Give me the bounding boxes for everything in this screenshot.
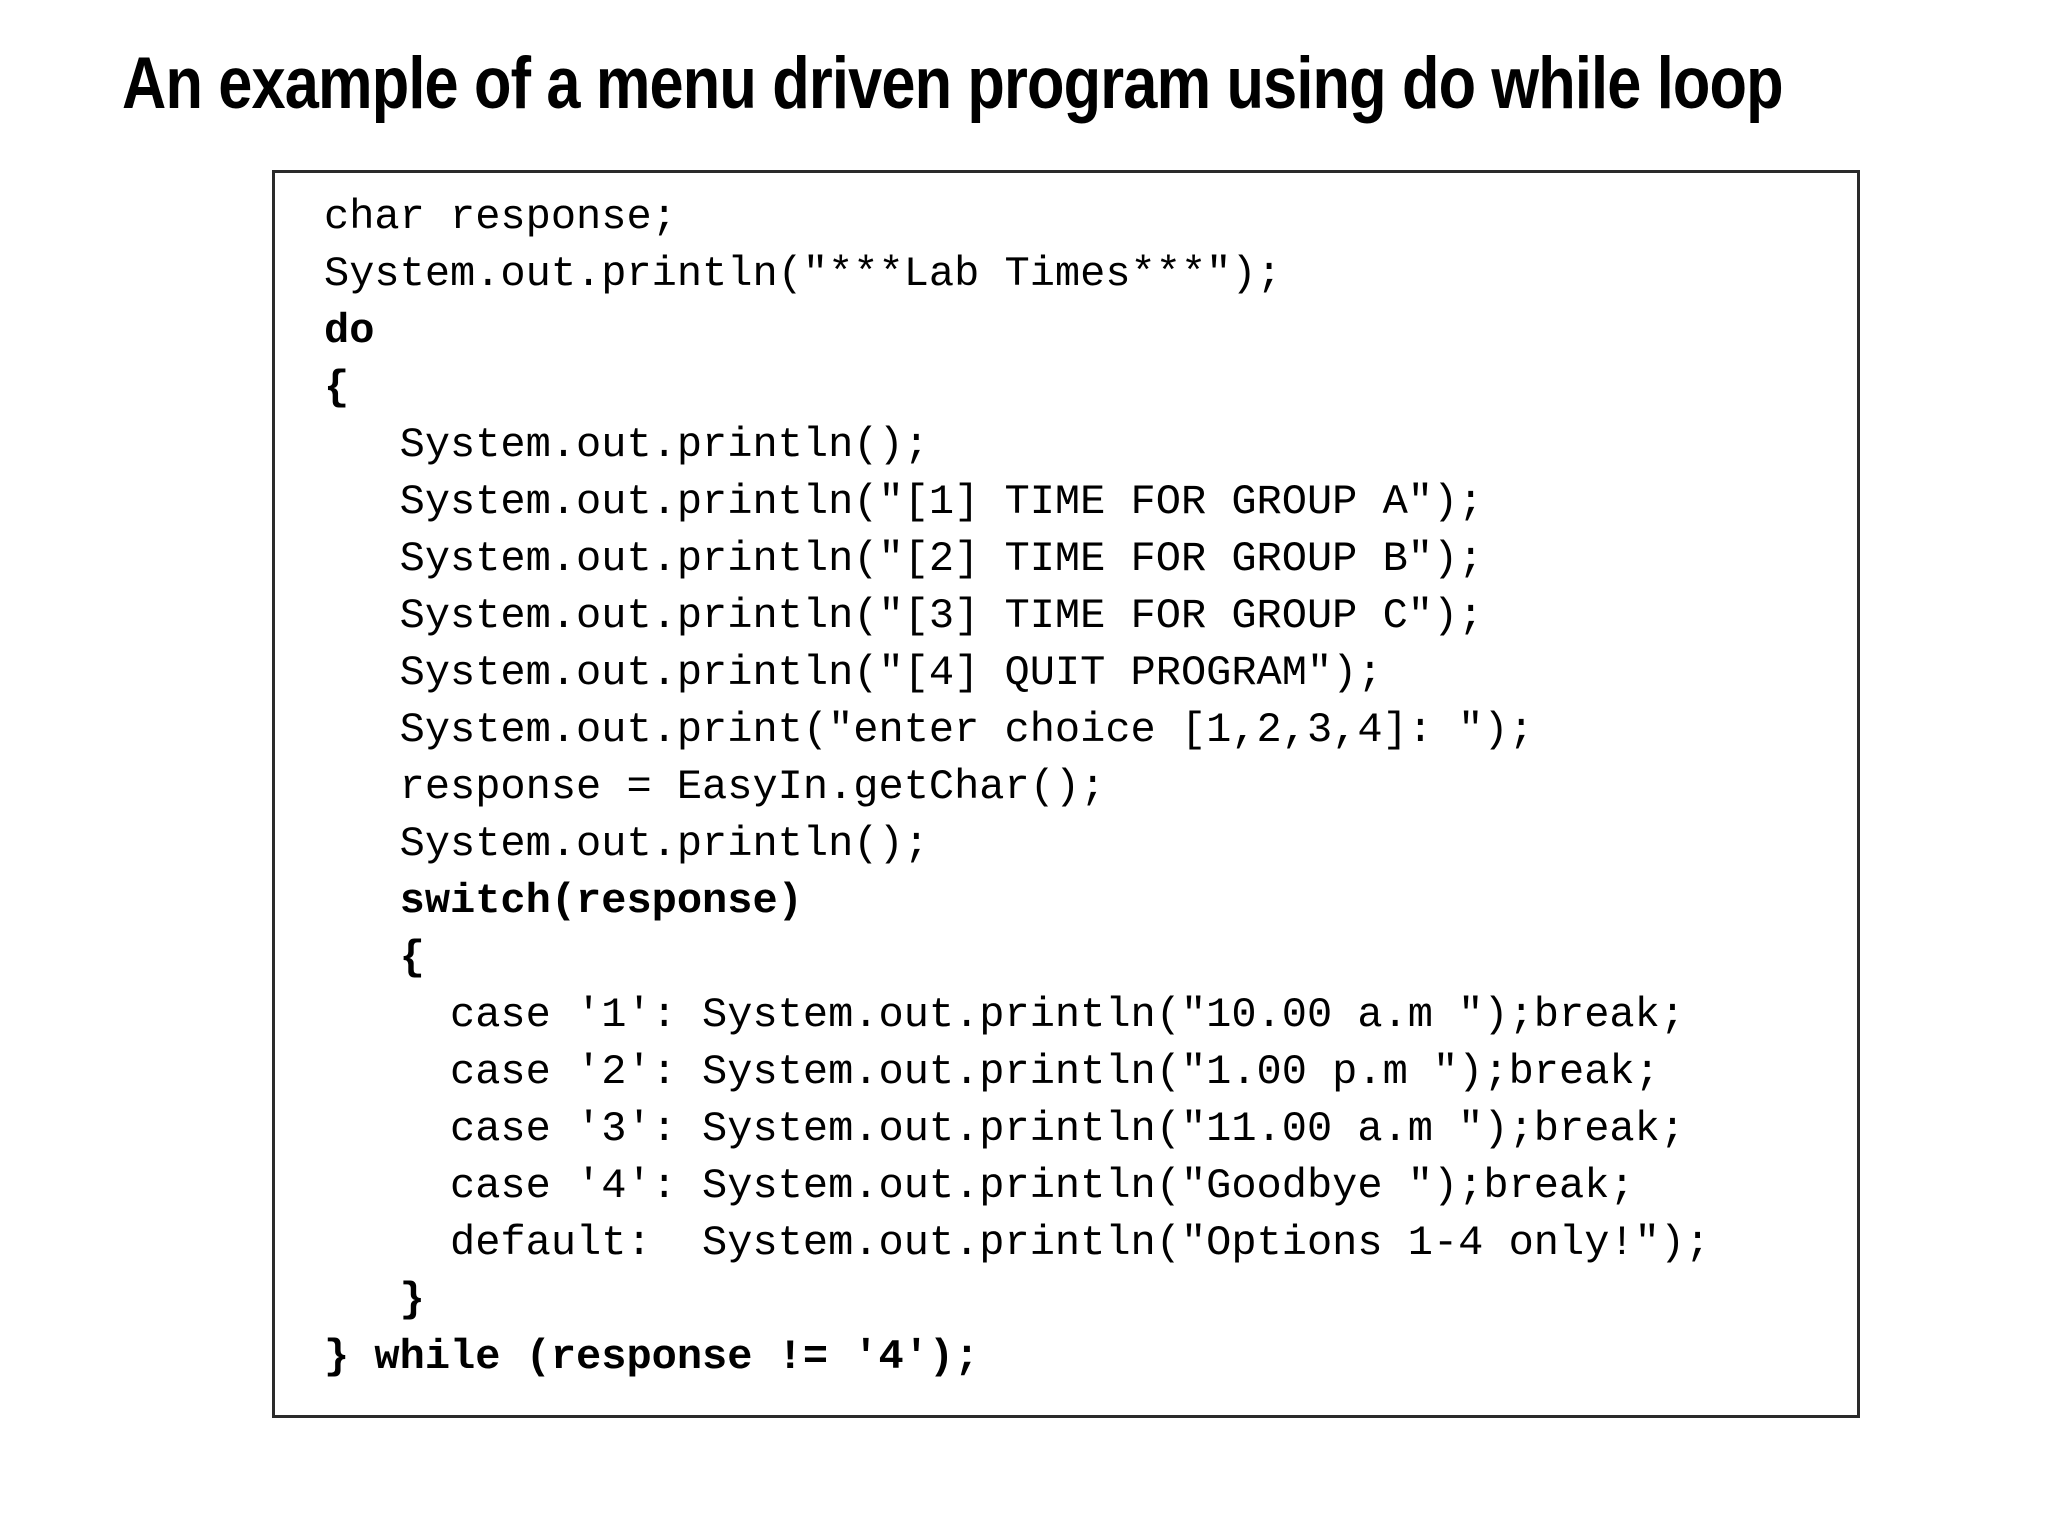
code-line: System.out.println(); (324, 820, 929, 868)
code-line: char response; (324, 193, 677, 241)
code-line: case '2': System.out.println("1.00 p.m "… (324, 1048, 1660, 1096)
code-line: switch(response) (324, 877, 803, 925)
code-line: System.out.println("[1] TIME FOR GROUP A… (324, 478, 1484, 526)
code-line: case '1': System.out.println("10.00 a.m … (324, 991, 1686, 1039)
code-line: System.out.println("[2] TIME FOR GROUP B… (324, 535, 1484, 583)
code-line: do (324, 307, 375, 355)
code-line: default: System.out.println("Options 1-4… (324, 1219, 1711, 1267)
code-line: System.out.println("[3] TIME FOR GROUP C… (324, 592, 1484, 640)
code-line: System.out.print("enter choice [1,2,3,4]… (324, 706, 1534, 754)
code-line: response = EasyIn.getChar(); (324, 763, 1106, 811)
code-line: case '4': System.out.println("Goodbye ")… (324, 1162, 1635, 1210)
code-line: { (324, 364, 350, 412)
code-line: } while (response != '4'); (324, 1333, 980, 1381)
code-panel: char response; System.out.println("***La… (272, 170, 1860, 1418)
code-line: { (324, 934, 425, 982)
code-line: } (324, 1276, 425, 1324)
code-line: System.out.println("[4] QUIT PROGRAM"); (324, 649, 1383, 697)
code-line: case '3': System.out.println("11.00 a.m … (324, 1105, 1686, 1153)
code-line: System.out.println("***Lab Times***"); (324, 250, 1282, 298)
code-line: System.out.println(); (324, 421, 929, 469)
slide-title: An example of a menu driven program usin… (122, 43, 1784, 124)
